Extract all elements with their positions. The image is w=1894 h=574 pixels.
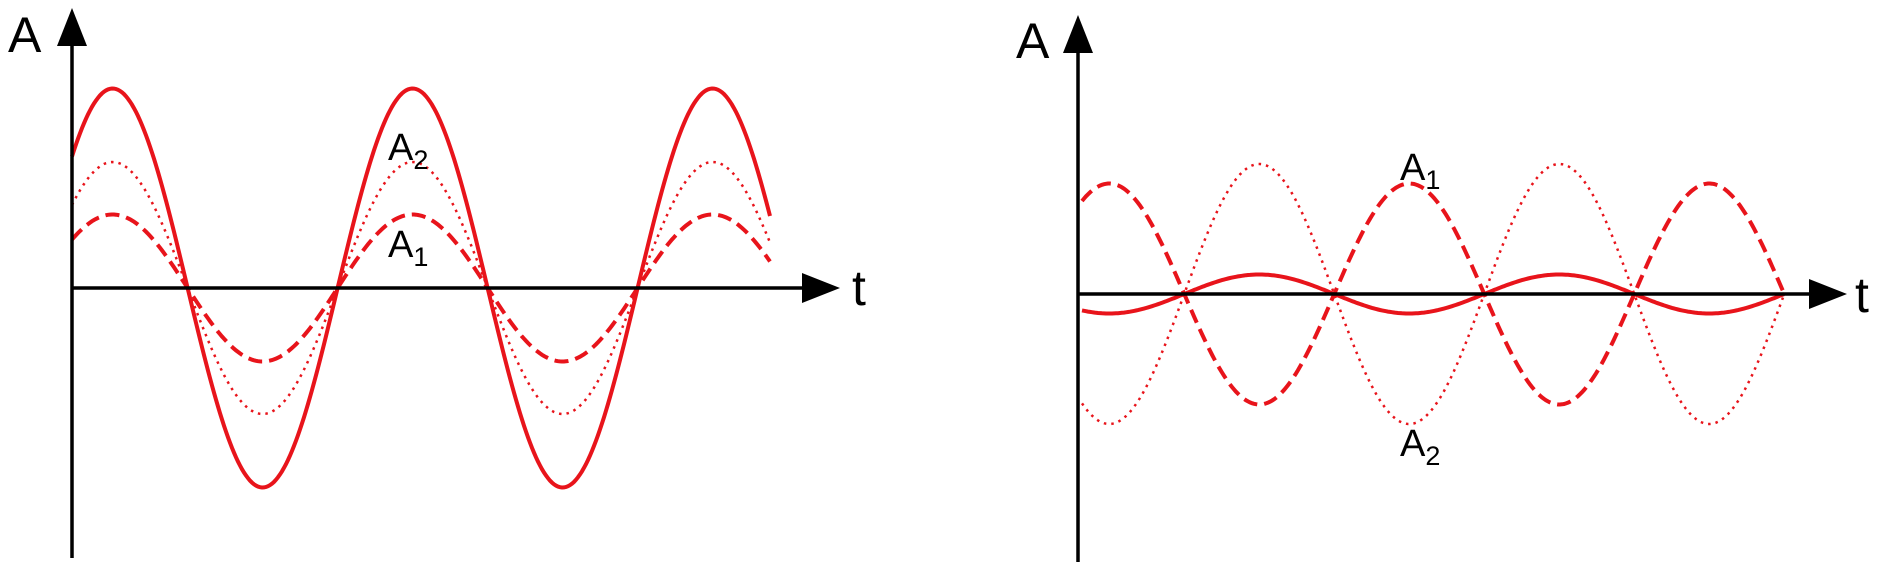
wave-a1-dashed: [1080, 181, 1786, 407]
y-axis-label: A: [1016, 13, 1050, 69]
y-axis-arrow: [1063, 15, 1093, 53]
curve-label-a1: A1: [388, 224, 428, 272]
panel-destructive: A t A1 A2: [1016, 13, 1869, 562]
panel-constructive: A t A2 A1: [8, 7, 866, 558]
x-axis-label: t: [1855, 267, 1869, 323]
y-axis-arrow: [57, 8, 87, 46]
x-axis-arrow: [1809, 279, 1847, 309]
wave-sum-solid: [70, 86, 772, 490]
curve-label-a2: A2: [1400, 423, 1440, 471]
curve-label-a1: A1: [1400, 147, 1440, 195]
curve-label-a2: A2: [388, 127, 428, 175]
y-axis-label: A: [8, 7, 42, 63]
wave-a2-dotted: [70, 160, 772, 416]
x-axis-label: t: [852, 260, 866, 316]
wave-a2-dotted: [1080, 162, 1786, 426]
x-axis-arrow: [802, 273, 840, 303]
wave-sum-solid: [1081, 272, 1785, 316]
